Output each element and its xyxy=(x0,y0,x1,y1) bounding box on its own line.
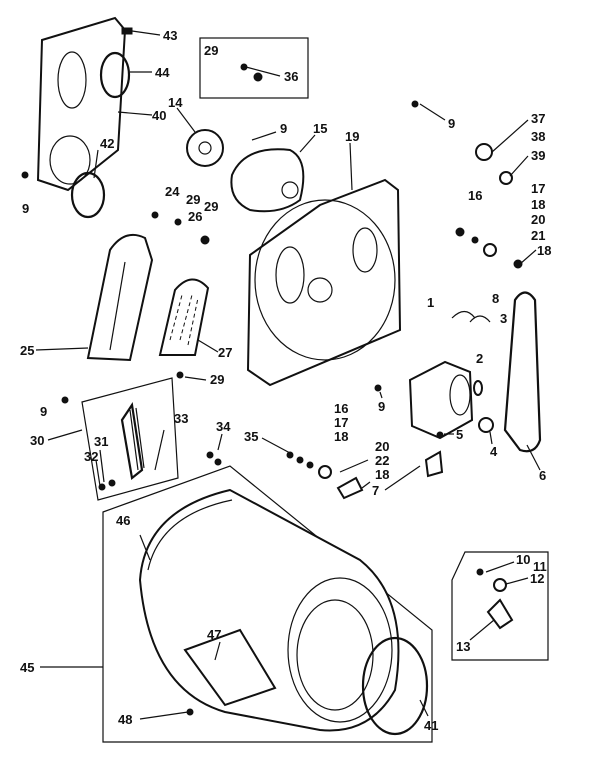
part-label-48: 48 xyxy=(118,712,133,727)
inset-box-10-13 xyxy=(451,551,549,661)
part-label-44: 44 xyxy=(155,65,170,80)
part-label-35: 35 xyxy=(244,429,259,444)
part-label-30: 30 xyxy=(30,433,45,448)
part-label-19: 19 xyxy=(345,129,360,144)
part-label-41: 41 xyxy=(424,718,439,733)
bearing-14 xyxy=(186,129,224,167)
part-label-29: 29 xyxy=(186,192,201,207)
part-label-3: 3 xyxy=(500,311,508,326)
part-label-17: 17 xyxy=(531,181,546,196)
part-2 xyxy=(473,380,483,396)
part-label-43: 43 xyxy=(163,28,178,43)
part-label-9: 9 xyxy=(448,116,456,131)
part-label-11: 11 xyxy=(533,559,547,574)
part-label-16: 16 xyxy=(468,188,483,203)
part-label-1: 1 xyxy=(427,295,435,310)
belt-6 xyxy=(503,291,542,453)
part-label-5: 5 xyxy=(456,427,464,442)
part-label-29: 29 xyxy=(210,372,225,387)
part-label-8: 8 xyxy=(492,291,500,306)
heater-box-30 xyxy=(81,377,179,501)
part-label-39: 39 xyxy=(531,148,546,163)
part-label-18: 18 xyxy=(334,429,349,444)
part-label-34: 34 xyxy=(216,419,231,434)
part-label-47: 47 xyxy=(207,627,222,642)
part-label-22: 22 xyxy=(375,453,390,468)
part-label-29: 29 xyxy=(204,43,219,58)
lint-screen-27 xyxy=(158,278,210,356)
part-label-21: 21 xyxy=(531,228,546,243)
part-label-45: 45 xyxy=(20,660,35,675)
part-label-27: 27 xyxy=(218,345,233,360)
part-label-29: 29 xyxy=(204,199,219,214)
drum-box-45 xyxy=(102,465,433,743)
part-label-33: 33 xyxy=(174,411,189,426)
part-label-40: 40 xyxy=(152,108,167,123)
part-label-7: 7 xyxy=(372,483,380,498)
part-label-14: 14 xyxy=(168,95,183,110)
seal-44 xyxy=(99,51,131,99)
part-label-6: 6 xyxy=(539,468,547,483)
part-label-38: 38 xyxy=(531,129,546,144)
part-label-18: 18 xyxy=(375,467,390,482)
screw-5 xyxy=(436,431,444,439)
bulkhead-19 xyxy=(246,178,402,387)
ring-42 xyxy=(70,171,106,219)
part-label-9: 9 xyxy=(22,201,30,216)
part-label-25: 25 xyxy=(20,343,35,358)
part-label-16: 16 xyxy=(334,401,349,416)
part-label-13: 13 xyxy=(456,639,471,654)
part-label-15: 15 xyxy=(313,121,328,136)
part-label-31: 31 xyxy=(94,434,109,449)
part-label-10: 10 xyxy=(516,552,531,567)
part-label-24: 24 xyxy=(165,184,180,199)
leader-lines xyxy=(35,30,541,720)
shield-15 xyxy=(230,148,305,213)
seal-41 xyxy=(361,636,429,736)
motor-1 xyxy=(408,360,494,440)
part-label-9: 9 xyxy=(280,121,288,136)
part-label-2: 2 xyxy=(476,351,484,366)
part-label-20: 20 xyxy=(531,212,546,227)
inset-box-29-36 xyxy=(199,37,309,99)
bracket-7 xyxy=(424,450,444,478)
part-label-18: 18 xyxy=(537,243,552,258)
part-label-46: 46 xyxy=(116,513,131,528)
clip-8 xyxy=(451,310,491,323)
duct-25 xyxy=(86,234,154,362)
drum-46 xyxy=(138,488,400,732)
part-label-36: 36 xyxy=(284,69,299,84)
part-label-9: 9 xyxy=(40,404,48,419)
part-label-17: 17 xyxy=(334,415,349,430)
part-label-32: 32 xyxy=(84,449,99,464)
part-label-37: 37 xyxy=(531,111,546,126)
part-label-42: 42 xyxy=(100,136,115,151)
clip-43 xyxy=(121,27,133,35)
part-label-20: 20 xyxy=(375,439,390,454)
front-panel-40 xyxy=(36,16,127,192)
part-label-26: 26 xyxy=(188,209,203,224)
part-label-4: 4 xyxy=(490,444,498,459)
screw-9a xyxy=(21,171,29,179)
part-label-18: 18 xyxy=(531,197,546,212)
part-label-12: 12 xyxy=(530,571,545,586)
part-label-9: 9 xyxy=(378,399,386,414)
